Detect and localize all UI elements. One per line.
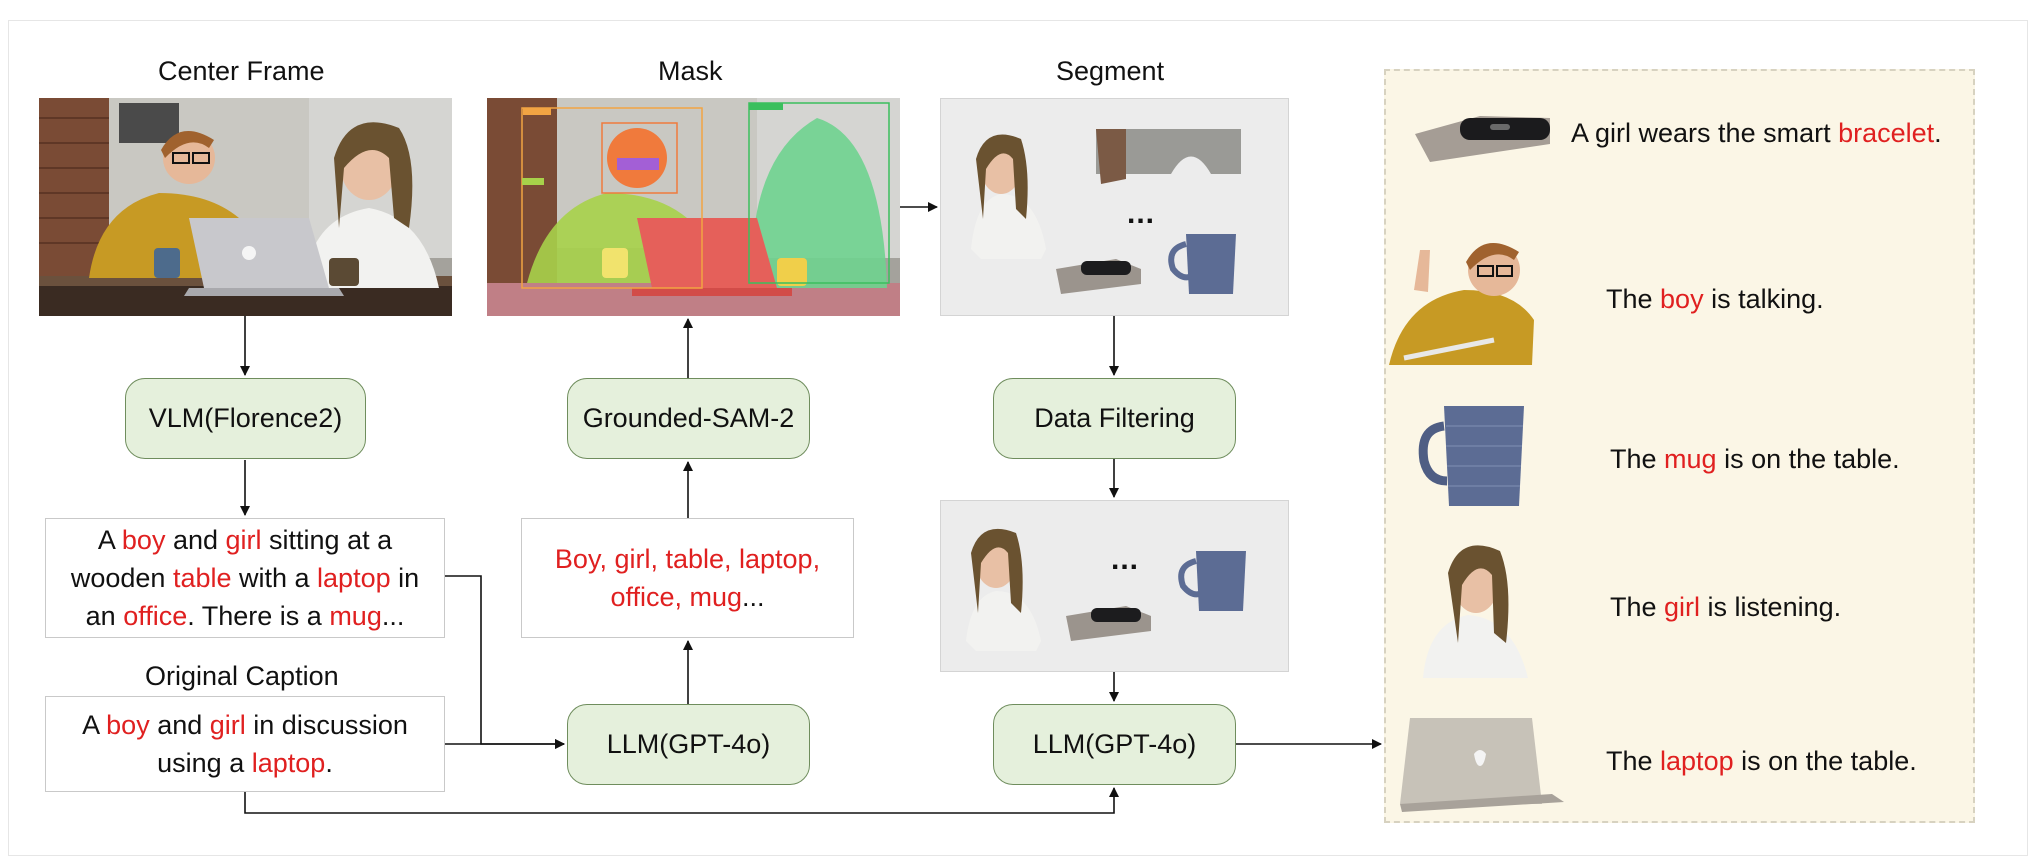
- mask-image: [487, 98, 900, 316]
- original-caption-title: Original Caption: [145, 661, 339, 691]
- center-frame-title: Center Frame: [158, 56, 325, 86]
- figure-frame: [8, 20, 2028, 856]
- mask-title: Mask: [658, 56, 723, 86]
- mug-image: [1418, 406, 1524, 506]
- vlm-box: VLM(Florence2): [125, 378, 366, 459]
- original-caption-text: A boy and girl in discussion using a lap…: [82, 710, 408, 778]
- data-filtering-box: Data Filtering: [993, 378, 1236, 459]
- bracelet-image: [1415, 116, 1550, 162]
- result-text-boy: The boy is talking.: [1606, 284, 1824, 314]
- llm-left-box: LLM(GPT-4o): [567, 704, 810, 785]
- result-text-bracelet: A girl wears the smart bracelet.: [1571, 118, 1942, 148]
- boy-image: [1389, 243, 1534, 365]
- grounded-sam-label: Grounded-SAM-2: [582, 403, 795, 433]
- segment-ellipsis: ...: [1127, 197, 1156, 230]
- result-text-mug: The mug is on the table.: [1610, 444, 1900, 474]
- llm-right-box: LLM(GPT-4o): [993, 704, 1236, 785]
- llm-left-label: LLM(GPT-4o): [606, 729, 771, 759]
- center-frame-image: [39, 98, 452, 316]
- llm-right-label: LLM(GPT-4o): [1032, 729, 1197, 759]
- vlm-caption-text: A boy and girl sitting at a wooden table…: [70, 525, 420, 631]
- grounded-sam-box: Grounded-SAM-2: [567, 378, 810, 459]
- filtered-panel: ...: [940, 500, 1289, 672]
- data-filtering-label: Data Filtering: [1034, 403, 1195, 433]
- segment-panel: ...: [940, 98, 1289, 316]
- segment-title: Segment: [1056, 56, 1165, 86]
- arrow-caption-to-llm: [445, 575, 565, 749]
- objects-box: Boy, girl, table, laptop, office, mug...: [521, 518, 854, 638]
- arrow-original-to-llm-right: [244, 787, 1119, 814]
- filtered-ellipsis: ...: [1111, 543, 1140, 576]
- vlm-label: VLM(Florence2): [148, 403, 343, 433]
- laptop-image: [1400, 718, 1564, 812]
- girl-image: [1423, 545, 1528, 678]
- objects-text: Boy, girl, table, laptop, office, mug...: [554, 544, 821, 612]
- result-text-laptop: The laptop is on the table.: [1606, 746, 1917, 776]
- result-text-girl: The girl is listening.: [1610, 592, 1842, 622]
- original-caption-box: A boy and girl in discussion using a lap…: [45, 696, 445, 792]
- vlm-caption-box: A boy and girl sitting at a wooden table…: [45, 518, 445, 638]
